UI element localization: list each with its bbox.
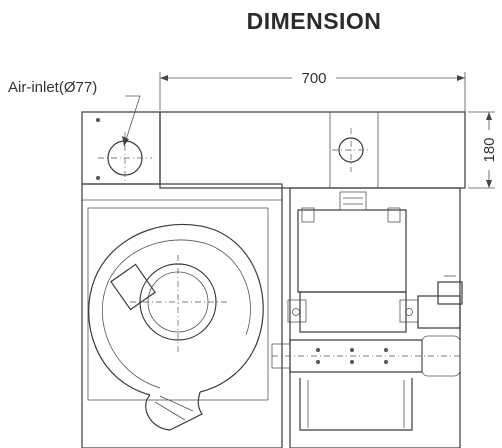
height-dimension: 180 [468, 111, 498, 189]
valve-body [417, 295, 461, 329]
left-frame [81, 183, 283, 448]
height-label: 180 [481, 137, 498, 162]
air-inlet-leader [123, 95, 141, 147]
inlet-housing [81, 111, 161, 185]
top-housing [159, 111, 466, 189]
page-title: DIMENSION [246, 8, 382, 34]
lower-drum [299, 378, 413, 431]
width-dimension: 700 [159, 70, 466, 112]
right-frame [289, 187, 461, 448]
width-label: 700 [301, 70, 326, 87]
blower-volute [88, 223, 264, 396]
clamp-assembly [299, 291, 407, 333]
valve-actuator [437, 281, 463, 305]
blower-motor [110, 263, 156, 311]
outlet-elbow [145, 391, 203, 431]
air-inlet-label: Air-inlet(Ø77) [8, 79, 97, 96]
